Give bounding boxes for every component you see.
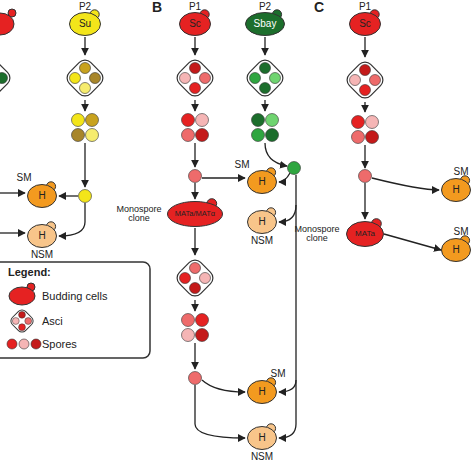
- cell-outline: [350, 13, 381, 36]
- cell-annotation: SM: [454, 227, 469, 238]
- cell-outline: [248, 211, 277, 234]
- arrows: [0, 37, 439, 438]
- cell-label: Sbay: [245, 12, 285, 36]
- cell-label: H: [247, 170, 277, 194]
- cell-annotation: Monospore clone: [113, 205, 165, 224]
- legend-heading: Legend:: [8, 266, 51, 278]
- cell-annotation: NSM: [251, 236, 273, 247]
- spores: [72, 114, 99, 203]
- cell-label: Su: [69, 12, 101, 36]
- cell-node: MATa/MATαMonospore clone: [167, 201, 223, 227]
- cell-annotation: SM: [235, 160, 250, 171]
- cell-node: HSM: [441, 178, 471, 202]
- cell-node: HSM: [247, 170, 277, 194]
- cell-outline: [248, 427, 277, 450]
- legend-box: [0, 262, 150, 358]
- cell-node: HNSM: [27, 224, 57, 248]
- cell-outline: [442, 179, 471, 202]
- cell-node: ScP1: [349, 12, 381, 36]
- cell-label: H: [441, 178, 471, 202]
- cell-annotation: P1: [189, 2, 201, 13]
- cell-outline: [28, 185, 57, 208]
- cell-outline: [347, 222, 384, 247]
- cell-label: MATa/MATα: [167, 201, 223, 227]
- ascus: [64, 57, 106, 99]
- cell-annotation: P2: [79, 2, 91, 13]
- cell-label: H: [247, 426, 277, 450]
- cell-outline: [248, 381, 277, 404]
- cell-node: MATaMonospore clone: [346, 221, 384, 247]
- legend-text: Budding cells: [42, 290, 107, 302]
- cell-node: HNSM: [247, 426, 277, 450]
- spores: [182, 314, 209, 385]
- cell-label: Sc: [179, 12, 211, 36]
- cell-annotation: SM: [271, 369, 286, 380]
- cell-outline: [70, 13, 101, 36]
- legend-spore-icons: [7, 339, 41, 349]
- cell-annotation: P2: [259, 2, 271, 13]
- ascus: [344, 59, 386, 101]
- cell-node: SbayP2: [245, 12, 285, 36]
- spores: [252, 114, 301, 175]
- cell-annotation: Monospore clone: [291, 225, 343, 244]
- cell-label: H: [247, 380, 277, 404]
- cell-node: HSM: [247, 380, 277, 404]
- cell-node: ScP1: [179, 12, 211, 36]
- arrow-connector: [384, 234, 441, 250]
- ascus: [174, 257, 216, 299]
- cell-annotation: SM: [17, 173, 32, 184]
- cell-label: H: [441, 238, 471, 262]
- cell-outline: [246, 13, 285, 36]
- panel-letter: B: [152, 0, 162, 15]
- cell-outline: [168, 202, 223, 227]
- cell-node: HSM: [27, 184, 57, 208]
- cell-annotation: P1: [359, 2, 371, 13]
- panel-letter: C: [314, 0, 324, 15]
- partial-ascus: [0, 57, 13, 99]
- cell-outline: [442, 239, 471, 262]
- legend-cell-icon: [9, 287, 35, 305]
- cell-label: MATa: [346, 221, 384, 247]
- cell-label: H: [247, 210, 277, 234]
- spores: [352, 116, 379, 183]
- cell-outline: [248, 171, 277, 194]
- cell-annotation: NSM: [31, 250, 53, 261]
- cell-outline: [180, 13, 211, 36]
- cell-node: HNSM: [247, 210, 277, 234]
- cell-label: H: [27, 224, 57, 248]
- cell-annotation: SM: [454, 167, 469, 178]
- legend-ascus-icon: [9, 308, 35, 334]
- ascus: [174, 57, 216, 99]
- cell-node: SuP2: [69, 12, 101, 36]
- ascus: [244, 57, 286, 99]
- cell-label: H: [27, 184, 57, 208]
- cell-outline: [28, 225, 57, 248]
- spores: [182, 114, 209, 183]
- legend-text: Asci: [42, 315, 63, 327]
- cell-label: Sc: [349, 12, 381, 36]
- partial-cell: [0, 13, 14, 35]
- legend-text: Spores: [42, 338, 77, 350]
- cell-annotation: NSM: [251, 452, 273, 463]
- cell-node: HSM: [441, 238, 471, 262]
